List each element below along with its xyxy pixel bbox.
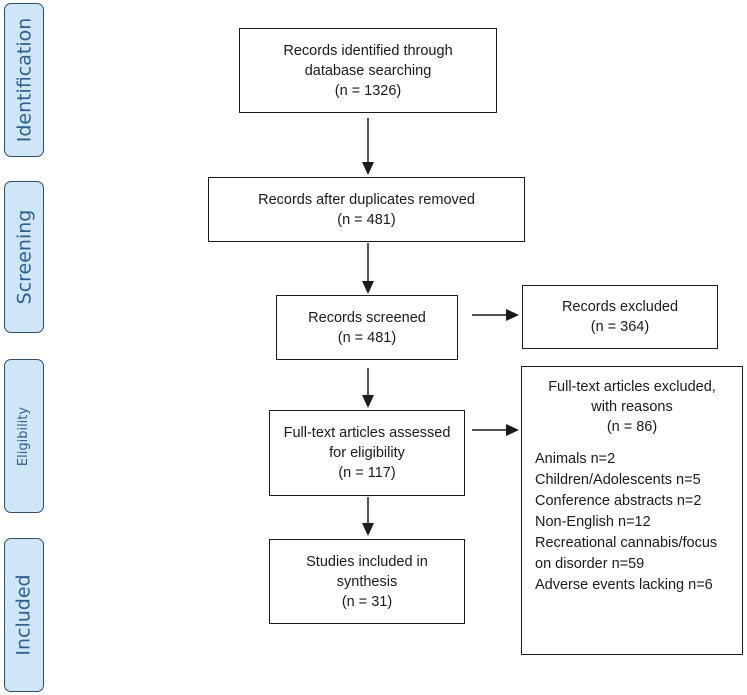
fulltext-excluded-box: Full-text articles excluded, with reason… bbox=[521, 366, 743, 655]
exclusion-reason: Adverse events lacking n=6 bbox=[535, 577, 713, 593]
exclusion-reason: Non-English n=12 bbox=[535, 514, 651, 530]
records-screened-box: Records screened (n = 481) bbox=[276, 295, 458, 360]
phase-identification-label: Identification bbox=[13, 17, 36, 143]
box-count: (n = 86) bbox=[606, 419, 658, 435]
phase-screening-label: Screening bbox=[13, 209, 36, 305]
exclusion-reason: Children/Adolescents n=5 bbox=[535, 472, 701, 488]
box-text-line: database searching bbox=[304, 62, 432, 79]
box-text-line: with reasons bbox=[591, 399, 673, 415]
exclusion-reason: Recreational cannabis/focus bbox=[535, 535, 718, 551]
phase-eligibility-tab: Eligibility bbox=[4, 359, 44, 513]
box-text-line: Records identified through bbox=[283, 42, 453, 59]
box-text-line: for eligibility bbox=[329, 445, 405, 461]
box-text-line: Full-text articles assessed bbox=[283, 425, 451, 441]
arrow-duplicates-to-screened bbox=[362, 243, 374, 294]
box-text-line: Records excluded bbox=[561, 299, 679, 315]
phase-included-label: Included bbox=[13, 574, 36, 656]
box-text-line: Full-text articles excluded, bbox=[548, 379, 716, 395]
box-count: (n = 481) bbox=[337, 329, 397, 346]
arrow-screened-to-excluded bbox=[472, 309, 519, 321]
box-count: (n = 481) bbox=[337, 211, 396, 228]
box-count: (n = 31) bbox=[341, 593, 393, 610]
fulltext-assessed-box: Full-text articles assessed for eligibil… bbox=[269, 410, 465, 496]
box-count: (n = 364) bbox=[590, 319, 650, 335]
fulltext-excluded-header: Full-text articles excluded, with reason… bbox=[522, 377, 742, 437]
arrow-fulltext-to-included bbox=[362, 497, 374, 536]
records-excluded-box: Records excluded (n = 364) bbox=[522, 285, 718, 349]
exclusion-reasons-list: Animals n=2 Children/Adolescents n=5 Con… bbox=[522, 449, 742, 596]
box-text-line: Records after duplicates removed bbox=[258, 191, 475, 208]
records-identified-box: Records identified through database sear… bbox=[239, 28, 497, 113]
studies-included-box: Studies included in synthesis (n = 31) bbox=[269, 539, 465, 624]
exclusion-reason: on disorder n=59 bbox=[535, 556, 645, 572]
box-count: (n = 1326) bbox=[334, 82, 402, 99]
phase-included-tab: Included bbox=[4, 538, 44, 692]
box-count: (n = 117) bbox=[338, 465, 396, 481]
phase-identification-tab: Identification bbox=[4, 3, 44, 157]
arrow-identified-to-duplicates bbox=[362, 118, 374, 175]
records-after-duplicates-box: Records after duplicates removed (n = 48… bbox=[208, 177, 525, 242]
phase-screening-tab: Screening bbox=[4, 181, 44, 333]
exclusion-reason: Conference abstracts n=2 bbox=[535, 493, 702, 509]
box-text-line: synthesis bbox=[336, 573, 398, 590]
box-text-line: Studies included in bbox=[306, 553, 428, 570]
arrow-screened-to-fulltext bbox=[362, 368, 374, 408]
box-text-line: Records screened bbox=[308, 309, 426, 326]
exclusion-reason: Animals n=2 bbox=[535, 451, 616, 467]
phase-eligibility-label: Eligibility bbox=[16, 406, 32, 466]
arrow-fulltext-to-ftexcluded bbox=[472, 424, 519, 436]
